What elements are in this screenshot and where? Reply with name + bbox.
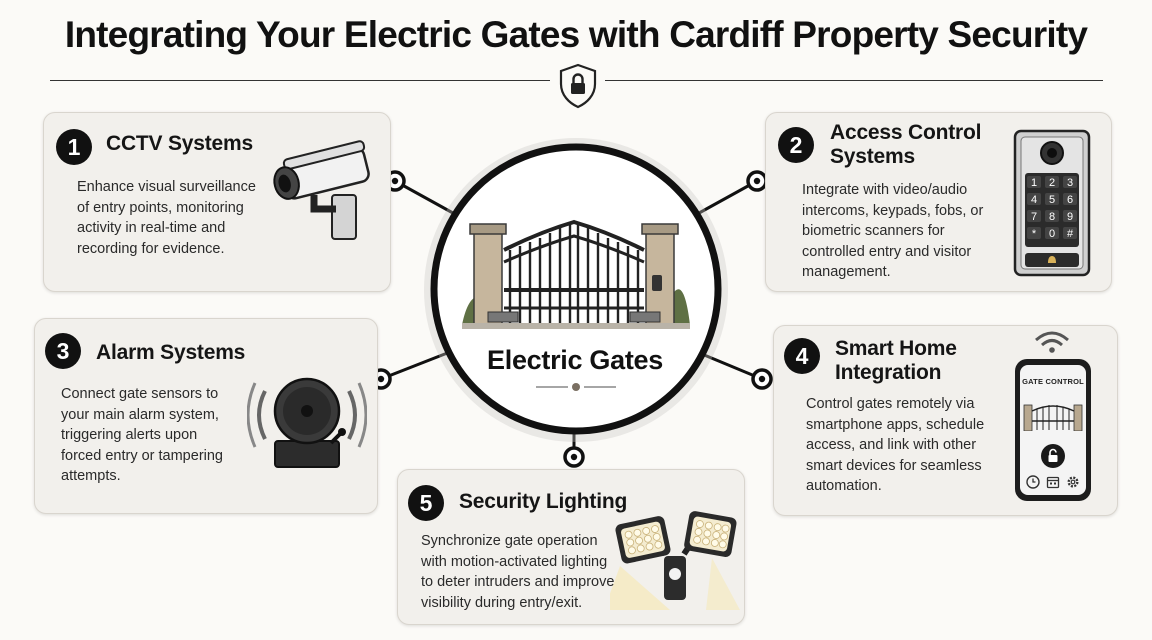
title-rule-right xyxy=(605,80,1103,81)
card-title: Security Lighting xyxy=(459,490,628,513)
title-rule-left xyxy=(50,80,550,81)
keypad-key-label: * xyxy=(1032,228,1037,240)
keypad-key xyxy=(1045,210,1059,222)
keypad-key-label: 7 xyxy=(1031,211,1037,223)
connector-alarm xyxy=(380,348,456,381)
keypad-key xyxy=(1027,227,1041,239)
keypad-key xyxy=(1045,227,1059,239)
center-label: Electric Gates xyxy=(487,345,663,375)
keypad-key-label: 8 xyxy=(1049,211,1055,223)
gate-icon xyxy=(462,219,690,329)
keypad-key xyxy=(1027,176,1041,188)
keypad-key xyxy=(1063,227,1077,239)
step-number: 2 xyxy=(778,127,814,163)
keypad-key-label: 0 xyxy=(1049,228,1055,240)
keypad-key-label: # xyxy=(1067,228,1074,240)
connector-cctv xyxy=(394,179,463,220)
calendar-icon[interactable] xyxy=(1046,475,1060,489)
keypad-key xyxy=(1045,176,1059,188)
keypad-key xyxy=(1027,193,1041,205)
connector-access xyxy=(689,179,758,220)
keypad-key-label: 2 xyxy=(1049,177,1055,189)
step-number: 4 xyxy=(784,338,820,374)
cctv-camera-icon xyxy=(273,140,370,240)
keypad-key xyxy=(1063,210,1077,222)
phone-screen-label: GATE CONTROL xyxy=(1022,377,1084,386)
keypad-key-label: 1 xyxy=(1031,177,1037,189)
keypad-key-label: 6 xyxy=(1067,194,1073,206)
card-security-lighting: 5 Security Lighting Synchronize gate ope… xyxy=(397,469,745,625)
lock-icon[interactable] xyxy=(1040,443,1066,469)
card-title: Alarm Systems xyxy=(96,341,246,364)
keypad-key-label: 4 xyxy=(1031,194,1037,206)
gear-icon[interactable] xyxy=(1066,475,1080,489)
gate-thumbnail-icon xyxy=(1023,404,1083,431)
keypad-key xyxy=(1045,193,1059,205)
smartphone-icon: GATE CONTROL xyxy=(1015,359,1091,501)
step-number: 1 xyxy=(56,129,92,165)
keypad-key-label: 3 xyxy=(1067,177,1073,189)
keypad-key xyxy=(1027,210,1041,222)
card-cctv-systems: 1 CCTV Systems Enhance visual surveillan… xyxy=(43,112,391,292)
floodlight-icon xyxy=(610,511,740,610)
step-number: 3 xyxy=(45,333,81,369)
wifi-icon xyxy=(1035,331,1069,353)
keypad-key xyxy=(1063,193,1077,205)
connector-smart xyxy=(696,350,763,381)
page-title: Integrating Your Electric Gates with Car… xyxy=(64,14,1088,55)
step-number: 5 xyxy=(408,485,444,521)
alarm-bell-icon xyxy=(247,377,367,468)
clock-icon[interactable] xyxy=(1026,475,1040,489)
keypad-key-label: 5 xyxy=(1049,194,1055,206)
card-title: CCTV Systems xyxy=(106,132,253,155)
keypad-key xyxy=(1063,176,1077,188)
keypad-key-label: 9 xyxy=(1067,211,1073,223)
shield-lock-icon xyxy=(559,63,597,109)
